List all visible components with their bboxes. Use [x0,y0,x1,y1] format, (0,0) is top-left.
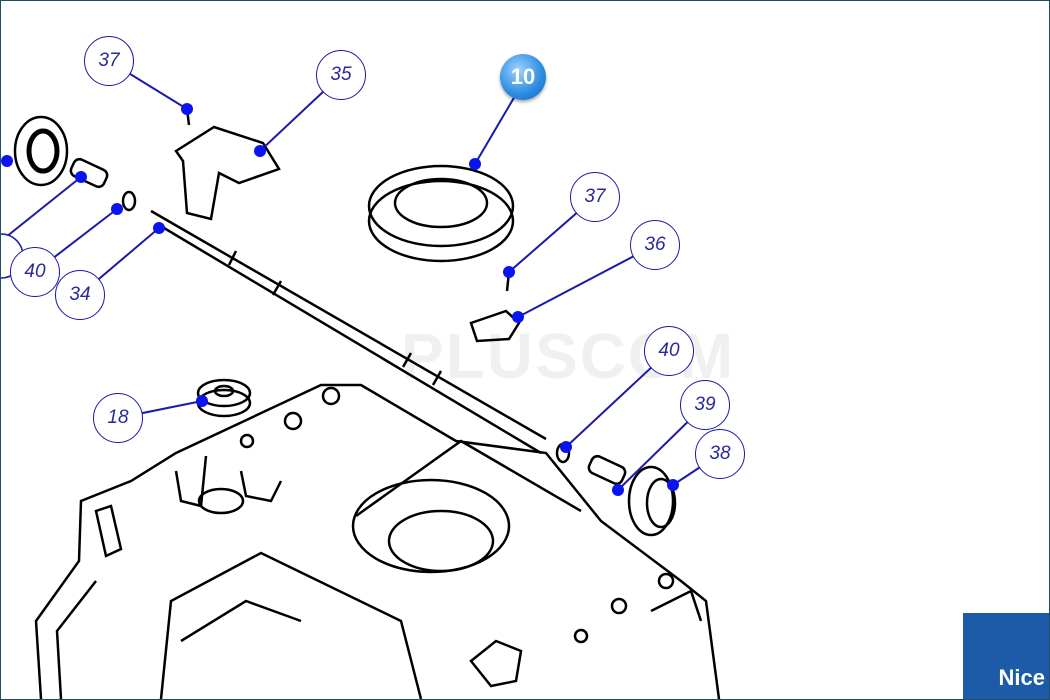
spring-part-right [587,454,627,486]
spacer-part [196,378,252,408]
bracket-part [174,125,281,221]
leader-dots [1,103,679,496]
callout-40[interactable]: 40 [10,247,60,297]
callout-18[interactable]: 18 [93,393,143,443]
callout-36[interactable]: 36 [630,220,680,270]
parts-outline [13,108,721,699]
ring-part [367,164,515,248]
washer-part [121,190,137,212]
housing-part [34,383,721,699]
clip-part [469,309,521,343]
callout-38[interactable]: 38 [695,429,745,479]
callout-37[interactable]: 37 [84,36,134,86]
callout-34[interactable]: 34 [55,270,105,320]
callout-10-highlighted[interactable]: 10 [500,54,546,100]
bearing-part [13,115,69,187]
spring-part [69,157,109,189]
callout-35[interactable]: 35 [316,50,366,100]
cap-part [627,465,675,537]
callout-37[interactable]: 37 [570,172,620,222]
callout-39[interactable]: 39 [680,380,730,430]
nice-logo: Nice [963,613,1049,699]
callout-40[interactable]: 40 [644,326,694,376]
shaft-part [150,209,547,455]
